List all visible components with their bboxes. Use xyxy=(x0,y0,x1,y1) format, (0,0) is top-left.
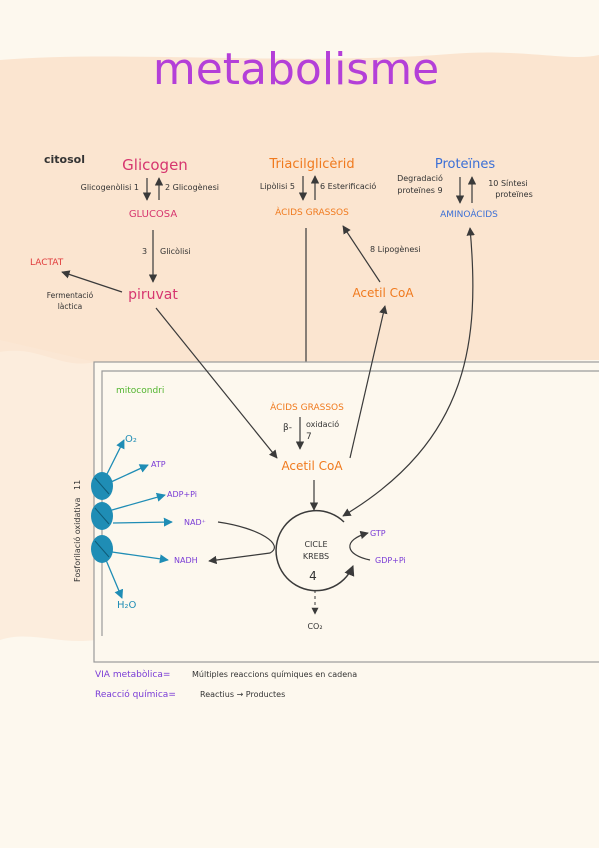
mitochondrion-outer-membrane xyxy=(93,361,599,663)
co2-label: CO₂ xyxy=(307,622,322,631)
degradacio-label-2: proteïnes 9 xyxy=(397,186,442,195)
acetil-coa-mito-label: Acetil CoA xyxy=(281,459,343,473)
triacilglicerid-label: Triacilglicèrid xyxy=(268,157,354,172)
piruvat-label: piruvat xyxy=(128,287,178,303)
krebs-cycle-number: 4 xyxy=(309,569,317,583)
via-metabolica-term: VIA metabòlica= xyxy=(95,669,170,680)
o2-label: O₂ xyxy=(125,434,137,445)
glicogenolisi-label: Glicogenòlisi 1 xyxy=(81,182,139,192)
piruvat-to-acetil-coa-arrow xyxy=(155,307,278,459)
atp-synthase-stripes xyxy=(94,477,110,558)
nad-label: NAD⁺ xyxy=(184,518,206,527)
citosol-label: citosol xyxy=(44,153,85,166)
h2o-label: H₂O xyxy=(117,600,137,611)
glicogenesi-label: 2 Glicogènesi xyxy=(165,182,219,192)
gtp-gdp-arrow xyxy=(349,530,371,561)
nad-nadh-arrow xyxy=(208,521,275,565)
beta-label: β- xyxy=(283,423,292,433)
gdp-label: GDP+Pi xyxy=(375,556,406,565)
fermentacio-label-1: Fermentació xyxy=(47,291,94,300)
acids-grassos-cytosol-label: ÀCIDS GRASSOS xyxy=(275,206,349,218)
electron-transport-arrows xyxy=(105,439,173,599)
beta-oxidacio-number: 7 xyxy=(306,432,312,442)
krebs-cycle-label-2: KREBS xyxy=(303,552,329,561)
proteines-label: Proteïnes xyxy=(435,157,496,172)
fermentacio-arrow xyxy=(61,270,123,293)
krebs-cycle-label-1: CICLE xyxy=(304,540,327,549)
glicogen-label: Glicogen xyxy=(122,156,188,174)
fermentacio-label-2: làctica xyxy=(58,302,83,311)
fosforilacio-label: Fosforilació oxidativa xyxy=(72,498,82,582)
esterificacio-label: 6 Esterificació xyxy=(320,181,376,191)
krebs-cycle-circle xyxy=(275,509,355,592)
glucosa-label: GLUCOSA xyxy=(129,209,178,220)
gtp-label: GTP xyxy=(370,529,386,538)
reaccio-quimica-term: Reacció química= xyxy=(95,689,176,700)
sintesi-label-2: proteïnes xyxy=(495,190,533,199)
fosforilacio-number: 11 xyxy=(73,480,82,490)
atp-label: ATP xyxy=(151,460,166,469)
oxidacio-label: oxidació xyxy=(306,419,339,429)
page-title: metabolisme xyxy=(153,44,439,95)
aminoacids-krebs-arrow xyxy=(342,227,475,517)
via-metabolica-definition: Múltiples reaccions químiques en cadena xyxy=(192,670,357,679)
lipogenesi-label: 8 Lipogènesi xyxy=(370,244,421,254)
sintesi-label-1: 10 Síntesi xyxy=(488,179,528,188)
acids-grassos-mito-label: ÀCIDS GRASSOS xyxy=(270,401,344,413)
degradacio-label-1: Degradació xyxy=(397,173,443,183)
mitocondri-label: mitocondri xyxy=(116,386,164,396)
glicolisi-number: 3 xyxy=(142,247,147,256)
lactat-label: LACTAT xyxy=(30,258,64,268)
nadh-label: NADH xyxy=(174,556,198,565)
adp-label: ADP+Pi xyxy=(167,490,197,499)
lipolisi-label: Lipòlisi 5 xyxy=(260,181,295,191)
reaccio-quimica-definition: Reactius → Productes xyxy=(200,690,285,699)
acetil-coa-cytosol-label: Acetil CoA xyxy=(352,286,414,300)
glicolisi-label: Glicòlisi xyxy=(160,246,191,256)
left-background-wash xyxy=(0,340,95,642)
aminoacids-label: AMINOÀCIDS xyxy=(440,208,498,220)
